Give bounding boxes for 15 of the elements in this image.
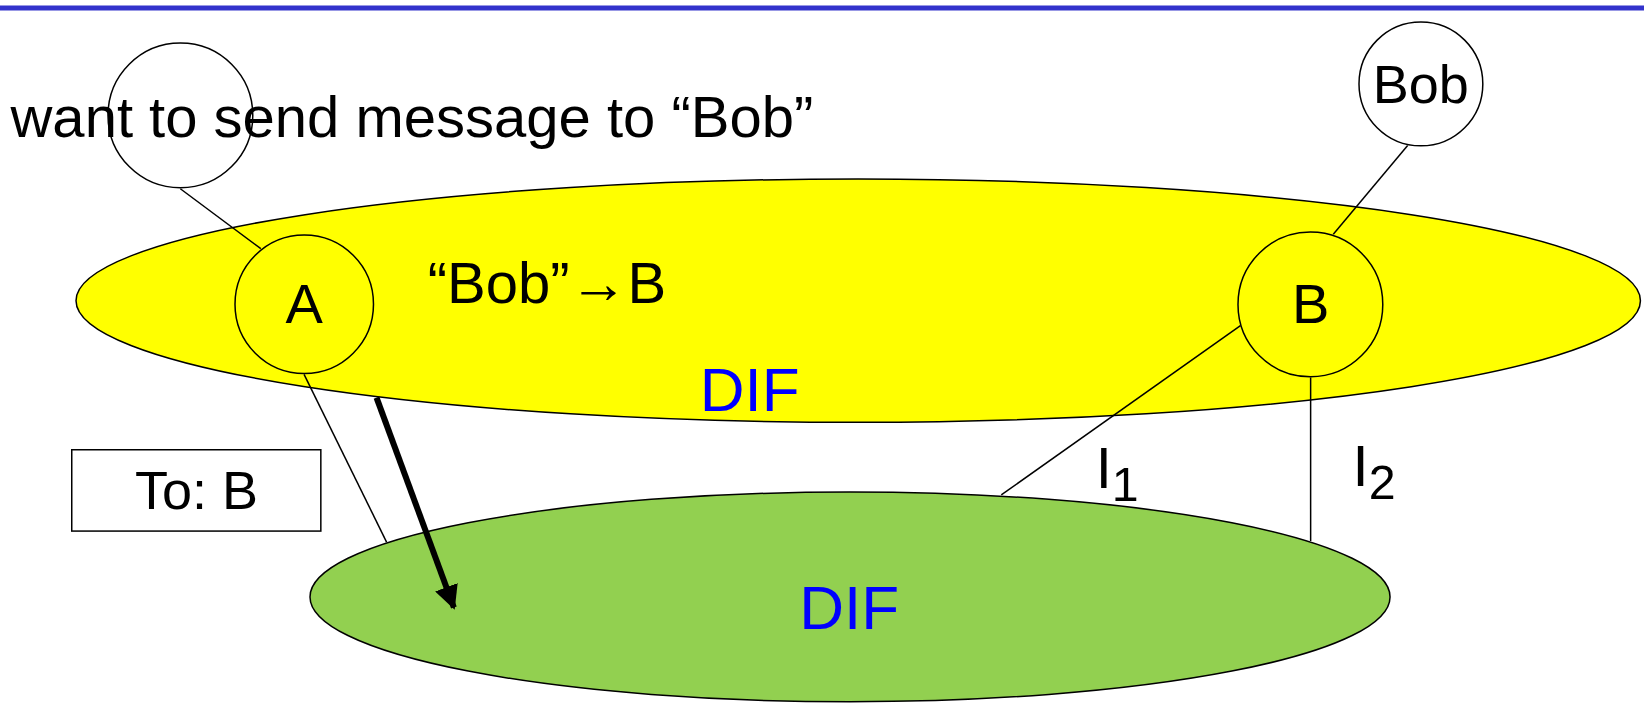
connector-line bbox=[303, 373, 388, 543]
network-label: DIF bbox=[699, 359, 800, 422]
arrow bbox=[373, 396, 458, 610]
node-label: Bob bbox=[1372, 56, 1469, 111]
connector-line bbox=[1000, 324, 1242, 496]
mapping-text: “Bob”→B bbox=[427, 254, 667, 313]
node-label: B bbox=[1292, 276, 1330, 333]
interface-label: I$_{2}$ bbox=[1352, 437, 1396, 507]
interface-label: I$_{1}$ bbox=[1095, 439, 1139, 509]
connector-line bbox=[1309, 376, 1312, 542]
network-label: DIF bbox=[799, 577, 900, 640]
node-label: To: B bbox=[135, 463, 259, 518]
connector-line bbox=[179, 188, 262, 250]
connector-line bbox=[1332, 144, 1409, 235]
node-label: A bbox=[285, 276, 323, 333]
